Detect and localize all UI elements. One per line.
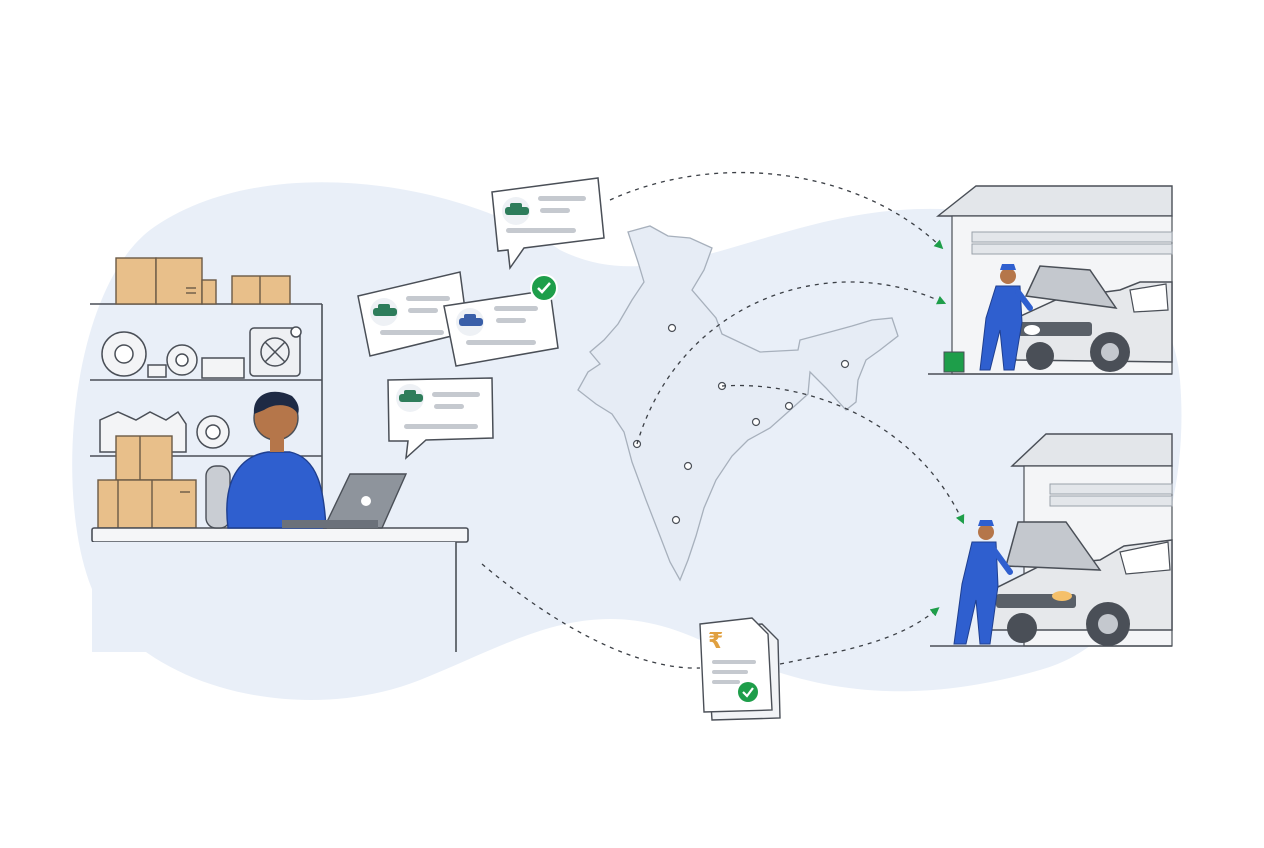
mechanic-person: [953, 520, 1013, 645]
garage-top: [928, 185, 1173, 375]
engine-part-icon: [147, 326, 302, 379]
chat-message-4: [387, 377, 494, 460]
car-icon: [456, 308, 484, 336]
car-icon: [1011, 265, 1173, 372]
invoice-icon: ₹: [699, 617, 781, 721]
garage-bottom: [930, 433, 1173, 647]
delivery-routes: [481, 171, 965, 669]
india-map: [577, 225, 899, 582]
brake-disc-icon: [101, 331, 198, 377]
map-pins: [632, 323, 850, 525]
check-circle-icon: [530, 274, 558, 302]
check-circle-icon: [738, 682, 758, 702]
rupee-symbol: ₹: [708, 629, 723, 654]
cardboard-boxes-bottom: [97, 435, 197, 529]
car-icon: [396, 384, 424, 412]
desk: [91, 527, 469, 652]
car-icon: [370, 298, 398, 326]
laptop-icon: [282, 473, 408, 529]
bucket-icon: [943, 351, 965, 373]
mechanic-person: [979, 264, 1033, 371]
car-icon: [987, 521, 1173, 646]
chat-message-2: [357, 271, 469, 357]
car-icon: [502, 197, 530, 225]
cardboard-boxes-top: [115, 257, 291, 305]
chat-message-3: [443, 274, 559, 367]
shop-owner-person: [205, 391, 327, 529]
chat-message-1: [491, 177, 605, 271]
